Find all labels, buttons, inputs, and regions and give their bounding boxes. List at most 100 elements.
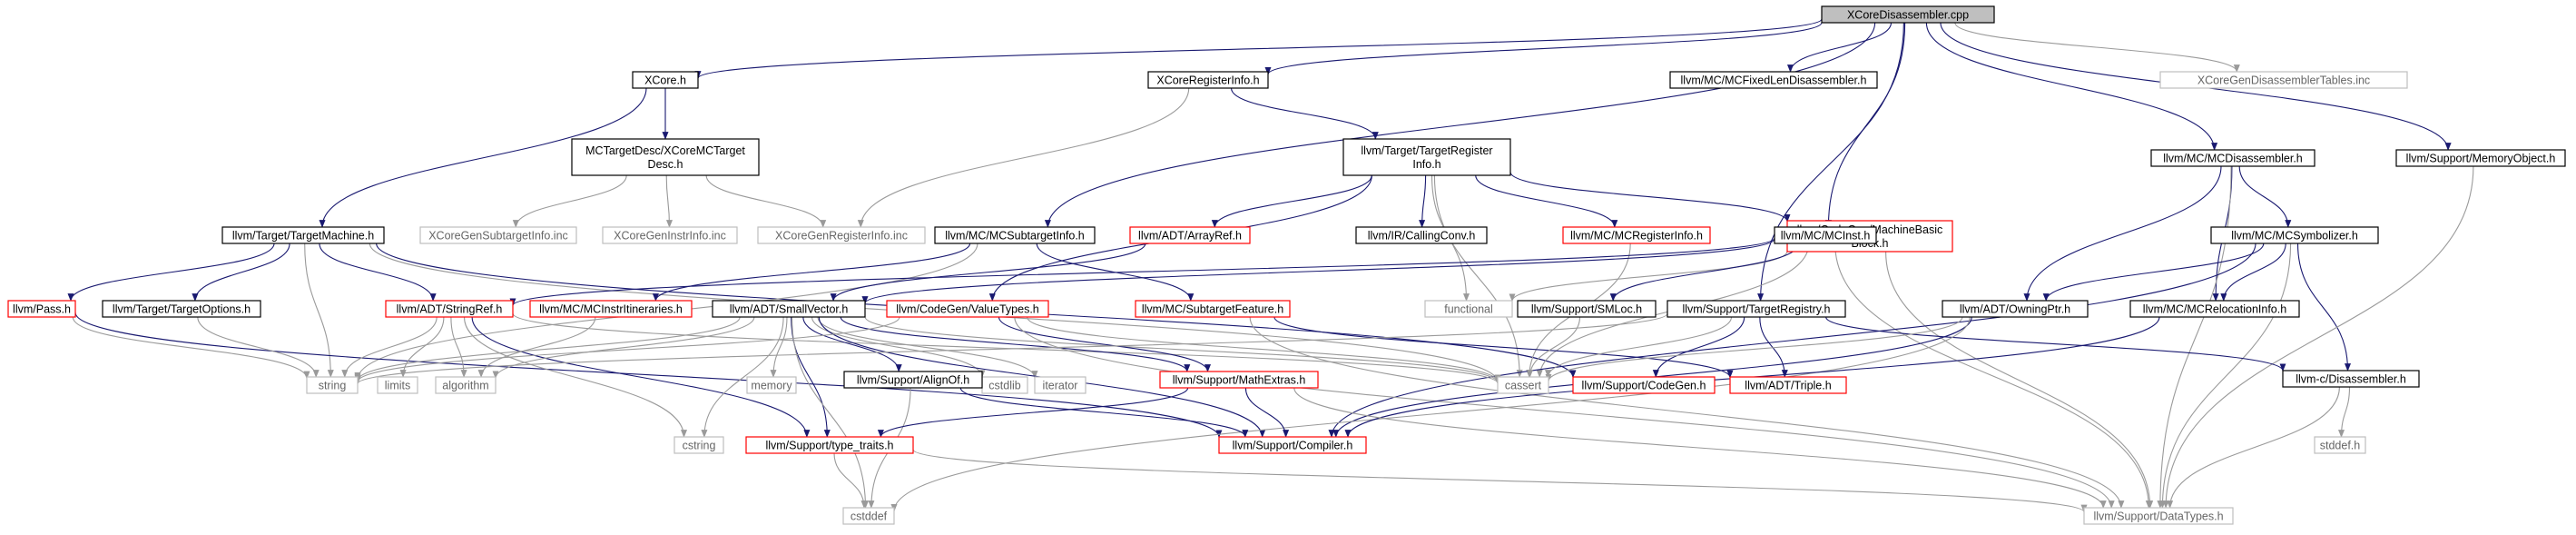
- node-box: [1355, 226, 1488, 244]
- edge-smallvec-to-iterator: [817, 316, 1038, 379]
- node-arrayref[interactable]: llvm/ADT/ArrayRef.h: [1129, 226, 1251, 244]
- node-label: limits: [385, 380, 410, 392]
- node-label: llvm/IR/CallingConv.h: [1368, 230, 1476, 243]
- node-targreg[interactable]: llvm/Support/TargetRegistry.h: [1667, 300, 1846, 318]
- edge-smallvec-to-string: [354, 316, 741, 382]
- node-box: [1497, 376, 1549, 394]
- node-label: cstring: [683, 440, 716, 452]
- node-triple[interactable]: llvm/ADT/Triple.h: [1729, 376, 1847, 394]
- node-cstddef: cstddef: [842, 507, 895, 525]
- node-label: XCore.h: [644, 74, 686, 87]
- node-label: llvm/MC/MCSymbolizer.h: [2231, 230, 2358, 243]
- edge-stringref-to-typetraits: [471, 316, 811, 438]
- node-label: cstddef: [850, 510, 888, 523]
- edge-mcsym-to-owningptr: [2042, 243, 2265, 302]
- node-mcreloc[interactable]: llvm/MC/MCRelocationInfo.h: [2129, 300, 2300, 318]
- node-label: XCoreGenDisassemblerTables.inc: [2197, 74, 2370, 87]
- node-xcoreh[interactable]: XCore.h: [632, 71, 699, 89]
- node-box: [745, 436, 914, 454]
- edge-mbb-to-datatypes: [1885, 251, 2154, 509]
- node-valuetypes[interactable]: llvm/CodeGen/ValueTypes.h: [886, 300, 1049, 318]
- node-xcoreregh[interactable]: XCoreRegisterInfo.h: [1147, 71, 1269, 89]
- node-label: llvm/Support/MemoryObject.h: [2406, 153, 2556, 165]
- node-mcinst[interactable]: llvm/MC/MCInst.h: [1774, 226, 1877, 244]
- edge-mathextras-to-datatypes: [1293, 387, 2107, 509]
- node-label: llvm-c/Disassembler.h: [2296, 373, 2406, 386]
- node-label: XCoreGenRegisterInfo.inc: [775, 230, 908, 243]
- edge-subfeat-to-triple: [1273, 316, 1734, 379]
- node-topts[interactable]: llvm/Target/TargetOptions.h: [102, 300, 261, 318]
- edge-owningptr-to-cstddef: [890, 316, 1971, 512]
- edge-stringref-to-limits: [399, 316, 445, 378]
- node-label: llvm/ADT/SmallVector.h: [730, 303, 849, 316]
- node-box: [102, 300, 261, 318]
- node-label: llvm/Support/Compiler.h: [1233, 440, 1353, 452]
- node-smloc[interactable]: llvm/Support/SMLoc.h: [1517, 300, 1657, 318]
- node-box: [673, 436, 724, 454]
- node-box: [1218, 436, 1367, 454]
- node-label: llvm/MC/MCInst.h: [1781, 230, 1871, 243]
- node-pass[interactable]: llvm/Pass.h: [7, 300, 76, 318]
- node-mcitin[interactable]: llvm/MC/MCInstrItineraries.h: [529, 300, 693, 318]
- node-compiler[interactable]: llvm/Support/Compiler.h: [1218, 436, 1367, 454]
- node-gensub: XCoreGenSubtargetInfo.inc: [419, 226, 577, 244]
- node-memobj[interactable]: llvm/Support/MemoryObject.h: [2395, 149, 2566, 167]
- node-stringref[interactable]: llvm/ADT/StringRef.h: [385, 300, 514, 318]
- edge-smallvec-to-mathextras: [840, 316, 1191, 372]
- node-label: XCoreDisassembler.cpp: [1847, 9, 1969, 22]
- edge-pass-to-string: [72, 316, 310, 380]
- node-tm[interactable]: llvm/Target/TargetMachine.h: [221, 226, 385, 244]
- node-mathextras[interactable]: llvm/Support/MathExtras.h: [1159, 371, 1319, 389]
- node-codegen[interactable]: llvm/Support/CodeGen.h: [1572, 376, 1716, 394]
- node-owningptr[interactable]: llvm/ADT/OwningPtr.h: [1942, 300, 2089, 318]
- edge-smallvec-to-cstddef: [791, 316, 870, 509]
- edge-targreg-to-string: [354, 312, 1668, 385]
- node-label: functional: [1444, 303, 1493, 316]
- edge-topts-to-string: [197, 316, 320, 378]
- node-box: [1562, 226, 1711, 244]
- node-mcsym[interactable]: llvm/MC/MCSymbolizer.h: [2210, 226, 2379, 244]
- edge-valuetypes-to-string: [354, 316, 900, 383]
- node-alignof[interactable]: llvm/Support/AlignOf.h: [843, 371, 983, 389]
- node-callconv[interactable]: llvm/IR/CallingConv.h: [1355, 226, 1488, 244]
- node-box: [1135, 300, 1291, 318]
- edge-mcsub-to-mcitin: [652, 243, 971, 302]
- node-typetraits[interactable]: llvm/Support/type_traits.h: [745, 436, 914, 454]
- edge-root-to-gentables: [1954, 22, 2240, 73]
- edge-root-to-xcoreregh: [1264, 22, 1823, 75]
- node-box: [842, 507, 895, 525]
- node-box: [385, 300, 514, 318]
- node-mcreg[interactable]: llvm/MC/MCRegisterInfo.h: [1562, 226, 1711, 244]
- edge-tm-to-topts: [192, 243, 290, 302]
- edge-mcsym-to-llvmcdis: [2296, 243, 2352, 372]
- node-box: [1942, 300, 2089, 318]
- node-llvmcdis[interactable]: llvm-c/Disassembler.h: [2282, 370, 2420, 388]
- edge-typetraits-to-datatypes: [912, 449, 2088, 513]
- node-fixedlen[interactable]: llvm/MC/MCFixedLenDisassembler.h: [1669, 71, 1878, 89]
- edge-root-to-fixedlen: [1787, 22, 1893, 73]
- node-box: [934, 226, 1096, 244]
- node-box: [746, 376, 797, 394]
- node-box: [419, 226, 577, 244]
- dependency-edges: [67, 18, 2474, 513]
- node-box: [757, 226, 926, 244]
- node-box: [2314, 436, 2366, 454]
- edge-mcsym-to-compiler: [1328, 243, 2256, 438]
- edge-tri-to-arrayref: [1211, 174, 1372, 228]
- edge-mctdesc-to-gensub: [512, 174, 627, 228]
- node-label: llvm/ADT/ArrayRef.h: [1138, 230, 1242, 243]
- node-label: llvm/Support/AlignOf.h: [857, 374, 969, 387]
- node-mcdis[interactable]: llvm/MC/MCDisassembler.h: [2150, 149, 2315, 167]
- edge-targreg-to-codegen: [1652, 316, 1745, 378]
- node-smallvec[interactable]: llvm/ADT/SmallVector.h: [712, 300, 866, 318]
- node-mcsub[interactable]: llvm/MC/MCSubtargetInfo.h: [934, 226, 1096, 244]
- node-box: [712, 300, 866, 318]
- node-subfeat[interactable]: llvm/MC/SubtargetFeature.h: [1135, 300, 1291, 318]
- node-label: llvm/Target/TargetOptions.h: [113, 303, 251, 316]
- edge-stringref-to-cstring: [463, 316, 687, 438]
- node-root[interactable]: XCoreDisassembler.cpp: [1821, 5, 1995, 24]
- edge-smloc-to-cassert: [1526, 316, 1581, 378]
- edge-mcsym-to-datatypes: [2158, 243, 2292, 509]
